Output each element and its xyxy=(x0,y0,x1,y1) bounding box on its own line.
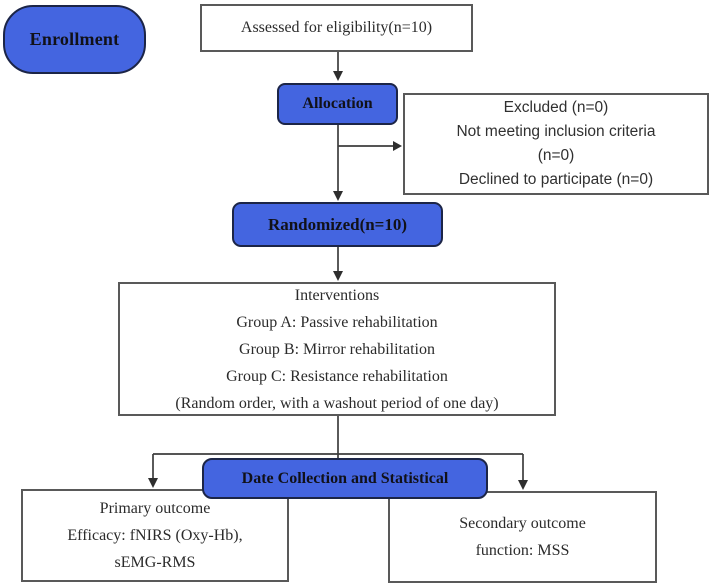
primary-outcome-node: Primary outcome Efficacy: fNIRS (Oxy-Hb)… xyxy=(21,489,289,582)
arrow-branch-to-secondary xyxy=(518,454,528,490)
secondary-outcome-line: function: MSS xyxy=(475,542,570,559)
allocation-label: Allocation xyxy=(302,95,373,112)
arrow-randomized-to-interventions xyxy=(333,247,343,281)
arrow-allocation-to-randomized xyxy=(333,125,343,201)
primary-outcome-line: sEMG-RMS xyxy=(114,554,196,571)
enrollment-node: Enrollment xyxy=(3,5,146,74)
connector-interventions-to-branch xyxy=(153,416,523,459)
assessed-eligibility-label: Assessed for eligibility(n=10) xyxy=(240,19,433,36)
excluded-line: Declined to participate (n=0) xyxy=(458,171,654,188)
interventions-line: Group C: Resistance rehabilitation xyxy=(226,367,448,385)
interventions-line: Group A: Passive rehabilitation xyxy=(236,313,438,331)
enrollment-label: Enrollment xyxy=(29,29,120,49)
excluded-line: Not meeting inclusion criteria xyxy=(456,123,656,140)
secondary-outcome-line: Secondary outcome xyxy=(459,515,586,532)
arrow-branch-to-excluded xyxy=(338,141,402,151)
arrow-branch-to-primary xyxy=(148,454,158,488)
excluded-node: Excluded (n=0) Not meeting inclusion cri… xyxy=(403,93,709,195)
data-collection-label: Date Collection and Statistical xyxy=(241,469,449,487)
secondary-outcome-node: Secondary outcome function: MSS xyxy=(388,491,657,583)
primary-outcome-line: Efficacy: fNIRS (Oxy-Hb), xyxy=(67,527,243,544)
assessed-eligibility-node: Assessed for eligibility(n=10) xyxy=(200,4,473,52)
randomized-label: Randomized(n=10) xyxy=(267,214,408,234)
interventions-line: (Random order, with a washout period of … xyxy=(175,394,499,412)
excluded-line: (n=0) xyxy=(537,147,575,164)
arrow-assessed-to-allocation xyxy=(333,52,343,81)
primary-outcome-line: Primary outcome xyxy=(99,500,211,517)
randomized-node: Randomized(n=10) xyxy=(232,202,443,247)
allocation-node: Allocation xyxy=(277,83,398,125)
excluded-line: Excluded (n=0) xyxy=(503,99,609,116)
interventions-line: Group B: Mirror rehabilitation xyxy=(239,340,435,358)
interventions-line: Interventions xyxy=(294,286,380,304)
interventions-node: Interventions Group A: Passive rehabilit… xyxy=(118,282,556,416)
data-collection-node: Date Collection and Statistical xyxy=(202,458,488,499)
